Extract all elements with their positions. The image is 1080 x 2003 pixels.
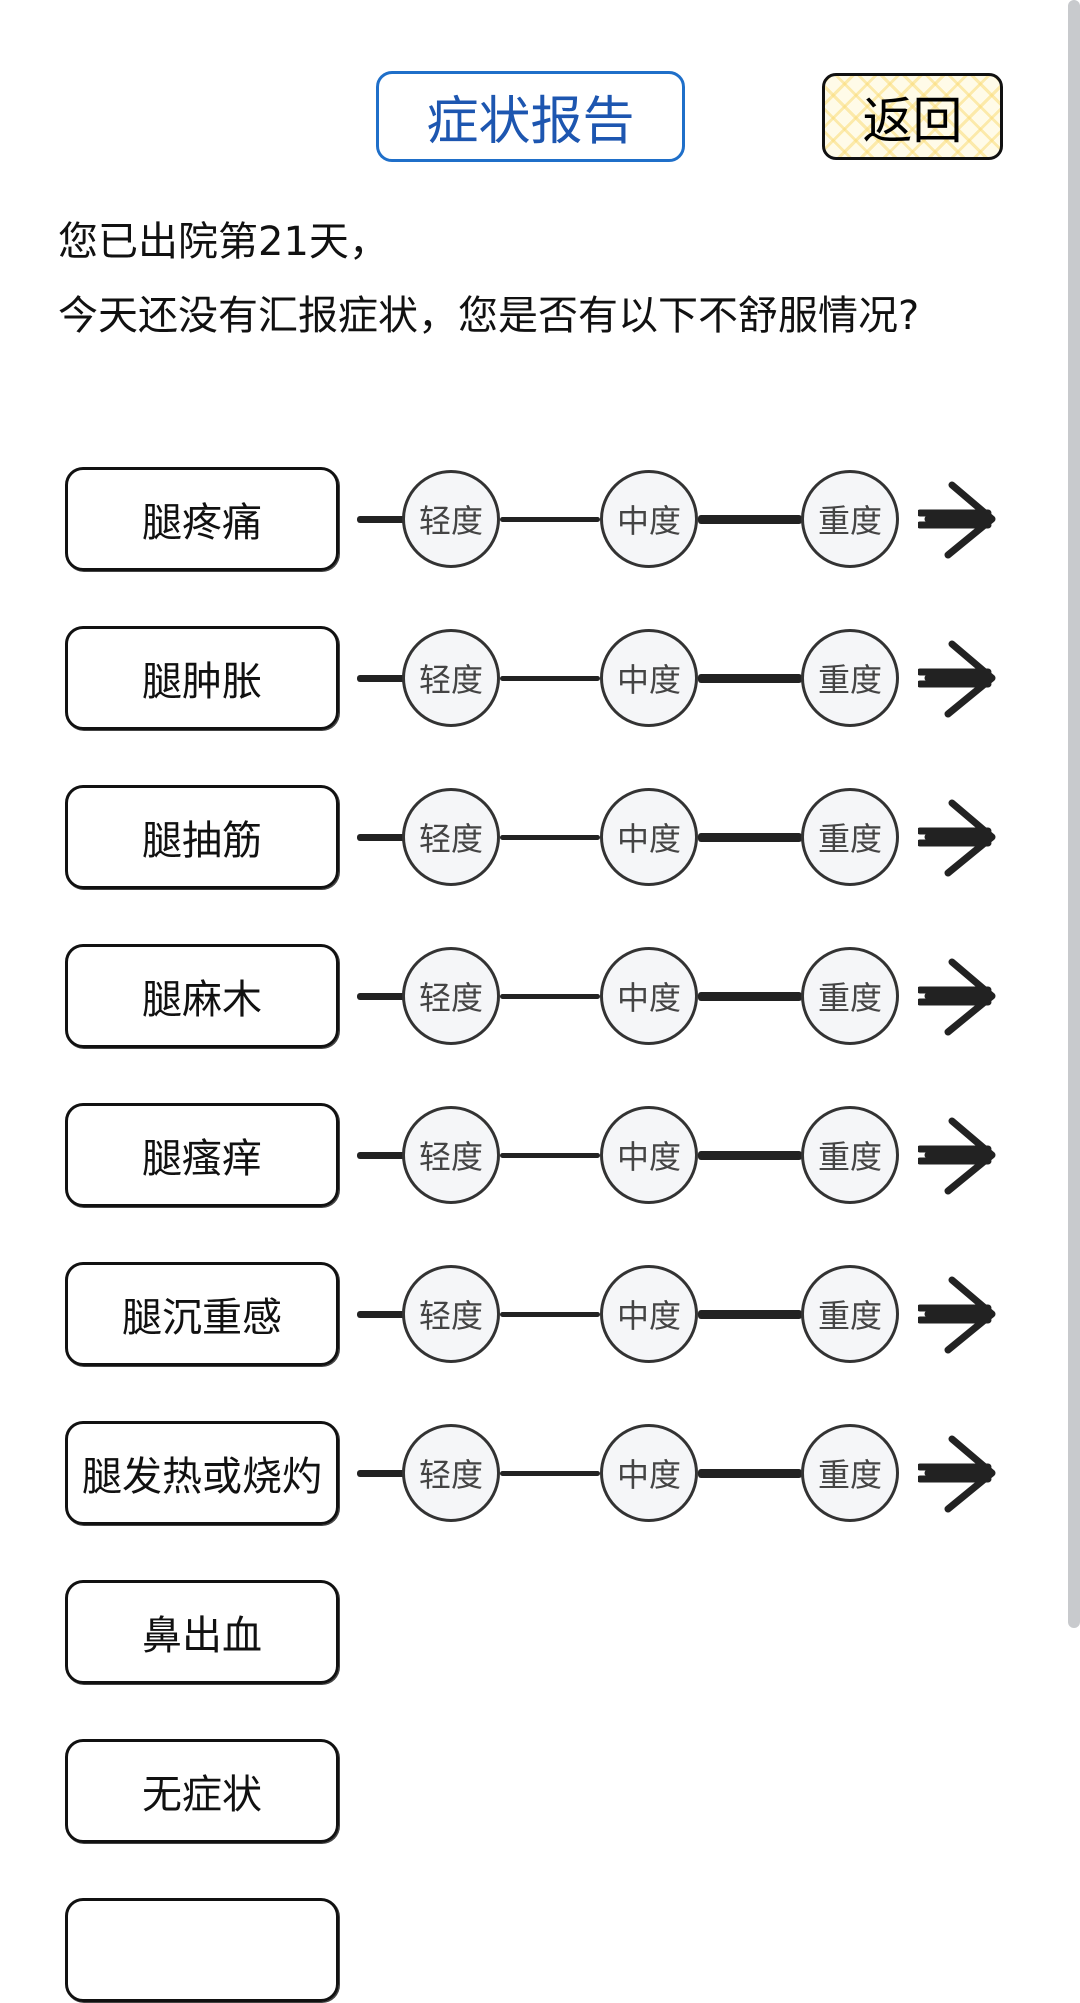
arrow-right-icon bbox=[918, 958, 996, 1036]
scale-line bbox=[500, 994, 600, 999]
severity-option[interactable]: 中度 bbox=[600, 1424, 698, 1522]
severity-option[interactable]: 中度 bbox=[600, 470, 698, 568]
symptom-row: 腿肿胀 轻度 中度 重度 bbox=[0, 626, 1060, 731]
scrollbar[interactable] bbox=[1068, 0, 1080, 1628]
symptom-button[interactable]: 无症状 bbox=[65, 1739, 339, 1843]
severity-option[interactable]: 轻度 bbox=[402, 1265, 500, 1363]
page-title: 症状报告 bbox=[376, 71, 685, 162]
scale-line bbox=[357, 1311, 407, 1318]
scale-line bbox=[698, 833, 802, 842]
scale-line bbox=[698, 674, 802, 683]
scale-line bbox=[357, 1470, 407, 1477]
symptom-button[interactable]: 腿疼痛 bbox=[65, 467, 339, 571]
arrow-right-icon bbox=[918, 1435, 996, 1513]
symptom-button[interactable]: 腿麻木 bbox=[65, 944, 339, 1048]
scale-line bbox=[698, 1151, 802, 1160]
symptom-row: 腿瘙痒 轻度 中度 重度 bbox=[0, 1103, 1060, 1208]
intro-text: 您已出院第21天， 今天还没有汇报症状，您是否有以下不舒服情况? bbox=[58, 205, 1018, 353]
severity-option[interactable]: 重度 bbox=[801, 1424, 899, 1522]
scale-line bbox=[357, 834, 407, 841]
scale-line bbox=[357, 675, 407, 682]
symptom-button[interactable]: 腿抽筋 bbox=[65, 785, 339, 889]
symptom-button[interactable]: 腿瘙痒 bbox=[65, 1103, 339, 1207]
symptom-button[interactable]: 腿发热或烧灼 bbox=[65, 1421, 339, 1525]
scale-line bbox=[500, 676, 600, 681]
symptom-row: 鼻出血 bbox=[0, 1580, 1060, 1685]
scale-line bbox=[698, 1310, 802, 1319]
intro-line-1: 您已出院第21天， bbox=[58, 219, 389, 265]
severity-option[interactable]: 重度 bbox=[801, 470, 899, 568]
scale-line bbox=[357, 1152, 407, 1159]
severity-option[interactable]: 重度 bbox=[801, 1106, 899, 1204]
symptom-button[interactable]: 鼻出血 bbox=[65, 1580, 339, 1684]
scale-line bbox=[500, 1471, 600, 1476]
scale-line bbox=[357, 993, 407, 1000]
symptom-row: 腿疼痛 轻度 中度 重度 bbox=[0, 467, 1060, 572]
severity-option[interactable]: 轻度 bbox=[402, 947, 500, 1045]
scale-line bbox=[698, 515, 802, 524]
symptom-row: 无症状 bbox=[0, 1739, 1060, 1844]
severity-option[interactable]: 轻度 bbox=[402, 1106, 500, 1204]
back-button[interactable]: 返回 bbox=[822, 73, 1003, 160]
severity-option[interactable]: 中度 bbox=[600, 1265, 698, 1363]
severity-option[interactable]: 轻度 bbox=[402, 629, 500, 727]
scale-line bbox=[500, 1312, 600, 1317]
symptom-button[interactable] bbox=[65, 1898, 339, 2002]
arrow-right-icon bbox=[918, 640, 996, 718]
scale-line bbox=[500, 1153, 600, 1158]
symptom-row: 腿沉重感 轻度 中度 重度 bbox=[0, 1262, 1060, 1367]
severity-option[interactable]: 轻度 bbox=[402, 470, 500, 568]
arrow-right-icon bbox=[918, 799, 996, 877]
severity-option[interactable]: 轻度 bbox=[402, 788, 500, 886]
severity-option[interactable]: 轻度 bbox=[402, 1424, 500, 1522]
symptom-row: 腿发热或烧灼 轻度 中度 重度 bbox=[0, 1421, 1060, 1526]
symptom-row bbox=[0, 1898, 1060, 2003]
severity-option[interactable]: 重度 bbox=[801, 629, 899, 727]
symptom-row: 腿麻木 轻度 中度 重度 bbox=[0, 944, 1060, 1049]
intro-line-2: 今天还没有汇报症状，您是否有以下不舒服情况? bbox=[58, 293, 920, 339]
severity-option[interactable]: 中度 bbox=[600, 629, 698, 727]
scale-line bbox=[500, 517, 600, 522]
severity-option[interactable]: 重度 bbox=[801, 1265, 899, 1363]
severity-option[interactable]: 重度 bbox=[801, 947, 899, 1045]
scale-line bbox=[698, 992, 802, 1001]
severity-option[interactable]: 中度 bbox=[600, 947, 698, 1045]
symptom-row: 腿抽筋 轻度 中度 重度 bbox=[0, 785, 1060, 890]
severity-option[interactable]: 重度 bbox=[801, 788, 899, 886]
symptom-button[interactable]: 腿沉重感 bbox=[65, 1262, 339, 1366]
symptom-button[interactable]: 腿肿胀 bbox=[65, 626, 339, 730]
severity-option[interactable]: 中度 bbox=[600, 788, 698, 886]
scale-line bbox=[698, 1469, 802, 1478]
arrow-right-icon bbox=[918, 1117, 996, 1195]
scale-line bbox=[357, 516, 407, 523]
scale-line bbox=[500, 835, 600, 840]
arrow-right-icon bbox=[918, 481, 996, 559]
arrow-right-icon bbox=[918, 1276, 996, 1354]
severity-option[interactable]: 中度 bbox=[600, 1106, 698, 1204]
